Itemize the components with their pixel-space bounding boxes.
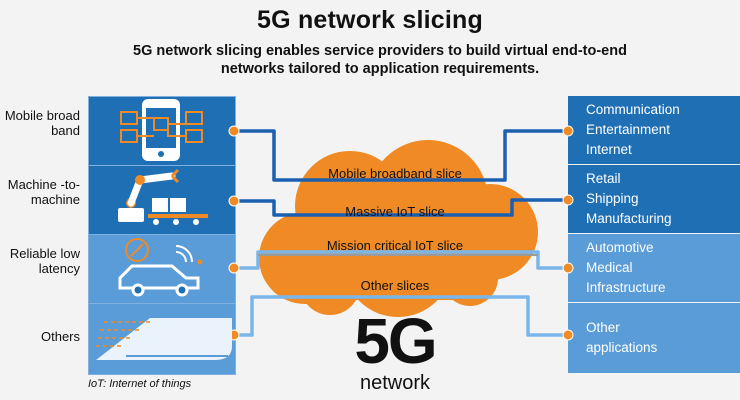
diagram-subtitle: 5G network slicing enables service provi… — [133, 43, 627, 77]
connector-mission-critical — [234, 250, 568, 270]
dot-left-1 — [228, 125, 240, 137]
right-box-automotive: Automotive Medical Infrastructure — [568, 234, 740, 302]
five-g-logo-text: 5G — [354, 305, 437, 377]
right-text-retail: Retail — [586, 171, 621, 186]
right-text-medical: Medical — [586, 260, 633, 275]
right-text-other: Other — [586, 320, 620, 335]
dot-right-3 — [562, 262, 574, 274]
high-speed-train-icon — [96, 318, 232, 360]
right-text-shipping: Shipping — [586, 191, 639, 206]
slice-label-mobile-broadband: Mobile broadband slice — [328, 166, 462, 181]
robot-arm-factory-icon — [118, 168, 208, 225]
right-text-entertainment: Entertainment — [586, 122, 671, 137]
right-text-communication: Communication — [586, 102, 680, 117]
connector-mobile-broadband — [234, 129, 568, 182]
dot-right-2 — [562, 194, 574, 206]
left-label-others: Others — [40, 329, 80, 344]
slice-label-massive-iot: Massive IoT slice — [345, 204, 445, 219]
connector-other-slices — [234, 295, 568, 337]
slice-label-mission-critical-iot: Mission critical IoT slice — [326, 238, 464, 253]
left-label-reliable-low-latency: Reliable low latency — [9, 246, 80, 276]
left-label-machine-to-machine: Machine -to- machine — [7, 177, 80, 207]
footnote: IoT: Internet of things — [88, 378, 192, 390]
right-box-retail: Retail Shipping Manufacturing — [568, 165, 740, 233]
right-box-communication: Communication Entertainment Internet — [568, 96, 740, 164]
right-box-other-applications: Other applications — [568, 303, 740, 373]
right-text-automotive: Automotive — [586, 240, 654, 255]
connector-massive-iot — [234, 198, 568, 217]
left-label-mobile-broadband: Mobile broad band — [4, 108, 80, 138]
smartphone-network-icon — [120, 99, 203, 161]
dot-left-2 — [228, 195, 240, 207]
right-text-infrastructure: Infrastructure — [586, 280, 666, 295]
dot-left-3 — [228, 262, 240, 274]
dot-right-4 — [562, 329, 574, 341]
slice-label-other-slices: Other slices — [360, 278, 430, 293]
network-word: network — [359, 372, 431, 394]
dot-right-1 — [562, 125, 574, 137]
diagram-title: 5G network slicing — [257, 6, 483, 34]
right-text-manufacturing: Manufacturing — [586, 211, 672, 226]
right-text-internet: Internet — [586, 142, 632, 157]
connected-car-icon — [118, 238, 203, 297]
right-text-applications: applications — [586, 340, 658, 355]
